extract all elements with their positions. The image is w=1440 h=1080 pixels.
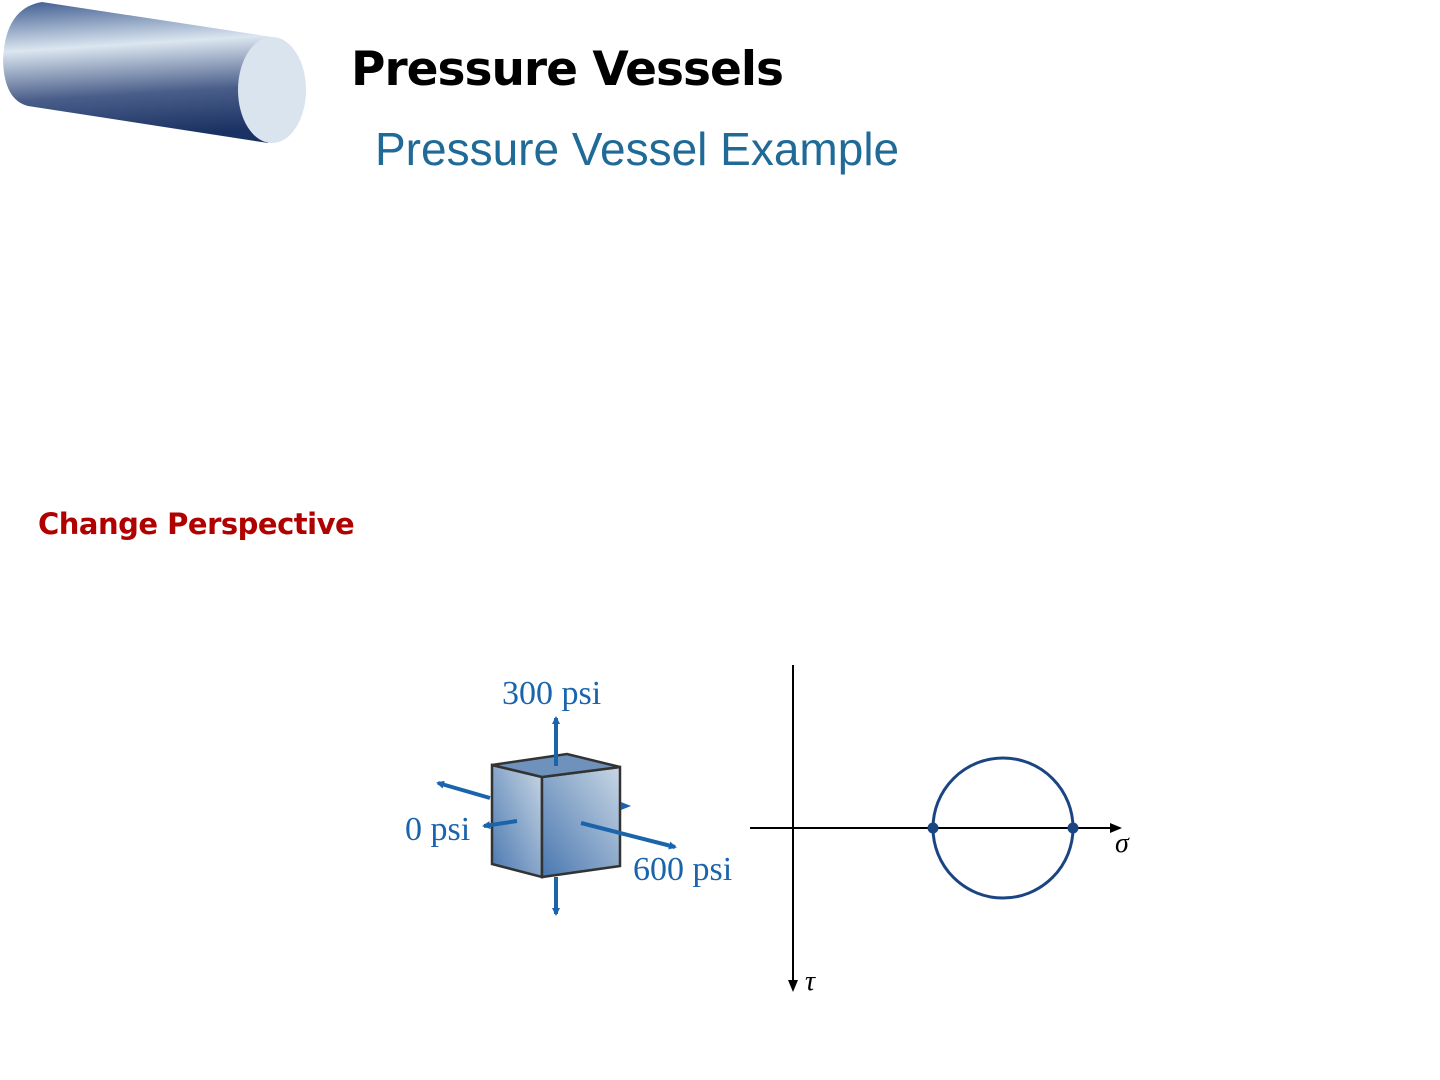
right-stress-label: 600 psi	[633, 851, 732, 888]
mohr-circle-diagram: σ τ	[750, 665, 1130, 997]
cylinder-vessel-illustration	[3, 2, 306, 143]
sigma-max-point	[1067, 822, 1079, 834]
stress-element-cube: 300 psi 0 psi 600 psi	[405, 675, 732, 916]
right-arrow	[580, 821, 677, 850]
change-perspective-heading: Change Perspective	[38, 507, 355, 541]
left-back-arrow	[436, 780, 491, 800]
top-stress-label: 300 psi	[502, 675, 601, 712]
left-arrow	[482, 819, 518, 830]
slide-subtitle: Pressure Vessel Example	[375, 123, 900, 175]
left-stress-label: 0 psi	[405, 811, 470, 848]
tau-label: τ	[805, 966, 816, 997]
sigma-label: σ	[1115, 828, 1130, 859]
slide-title: Pressure Vessels	[351, 42, 784, 97]
sigma-min-point	[927, 822, 939, 834]
